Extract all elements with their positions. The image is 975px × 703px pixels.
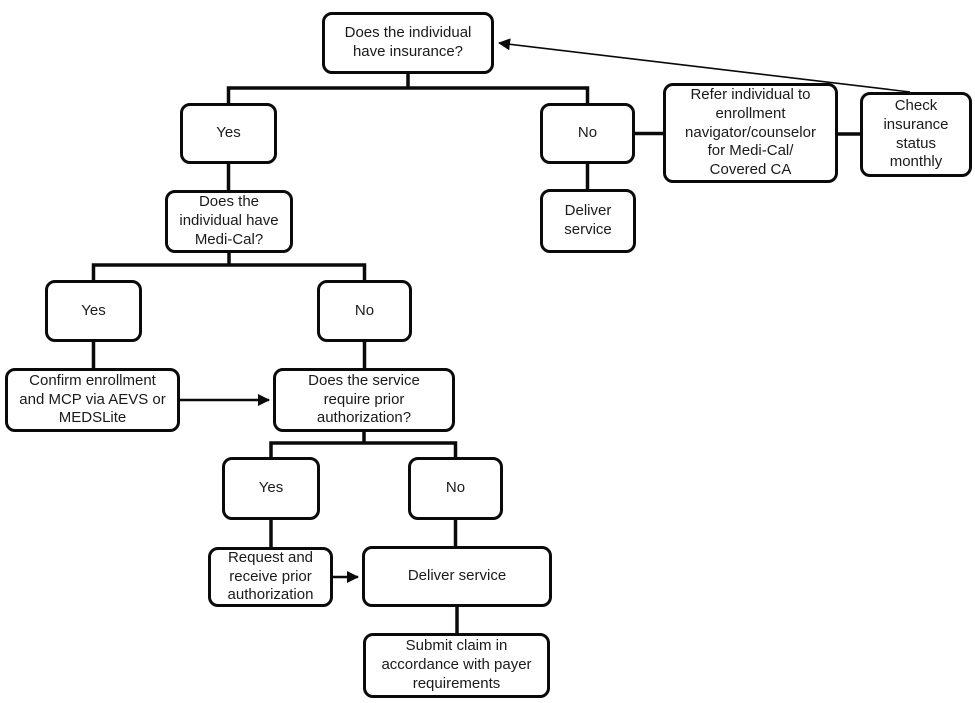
node-label: Does the individual have Medi-Cal? [179, 193, 279, 248]
node-question-has-medical: Does the individual have Medi-Cal? [165, 190, 293, 253]
node-label: Confirm enrollment and MCP via AEVS or M… [19, 371, 166, 427]
node-label: Refer individual to enrollment navigator… [685, 85, 816, 179]
node-label: Yes [216, 124, 241, 142]
node-label: Deliver service [407, 567, 507, 585]
node-label: Request and receive prior authorization [227, 548, 314, 604]
node-question-has-insurance: Does the individual have insurance? [322, 12, 494, 74]
arrow-connectors [180, 38, 911, 583]
node-label: Submit claim in accordance with payer re… [381, 637, 532, 692]
node-label: Yes [258, 479, 284, 497]
node-refer-enrollment-navigator: Refer individual to enrollment navigator… [663, 83, 838, 183]
connector-auth-branch [269, 432, 458, 457]
node-no-has-medical: No [317, 280, 412, 342]
node-yes-has-insurance: Yes [180, 103, 277, 164]
node-yes-has-medical: Yes [45, 280, 142, 342]
node-question-prior-authorization: Does the service require prior authoriza… [273, 368, 455, 432]
node-label: Does the service require prior authoriza… [308, 371, 420, 427]
node-label: Yes [81, 301, 106, 319]
node-label: Check insurance status monthly [883, 96, 949, 171]
node-no-has-insurance: No [540, 103, 635, 164]
node-no-prior-authorization: No [408, 457, 503, 520]
connector-medical-branch [91, 253, 367, 280]
node-yes-prior-authorization: Yes [222, 457, 320, 520]
arrow-check-to-qinsurance [498, 38, 911, 93]
node-check-insurance-monthly: Check insurance status monthly [860, 92, 972, 177]
tree-connectors [91, 74, 860, 633]
connector-insurance-branch [226, 74, 590, 103]
node-deliver-service: Deliver service [362, 546, 552, 607]
node-label: No [577, 124, 598, 142]
node-submit-claim: Submit claim in accordance with payer re… [363, 633, 550, 698]
node-label: Does the individual have insurance? [344, 24, 472, 60]
node-confirm-enrollment-aevs: Confirm enrollment and MCP via AEVS or M… [5, 368, 180, 432]
node-label: No [354, 301, 375, 319]
node-request-prior-authorization: Request and receive prior authorization [208, 547, 333, 607]
node-deliver-service-uninsured: Deliver service [540, 189, 636, 253]
node-label: Deliver service [564, 202, 612, 238]
node-label: No [445, 479, 466, 497]
